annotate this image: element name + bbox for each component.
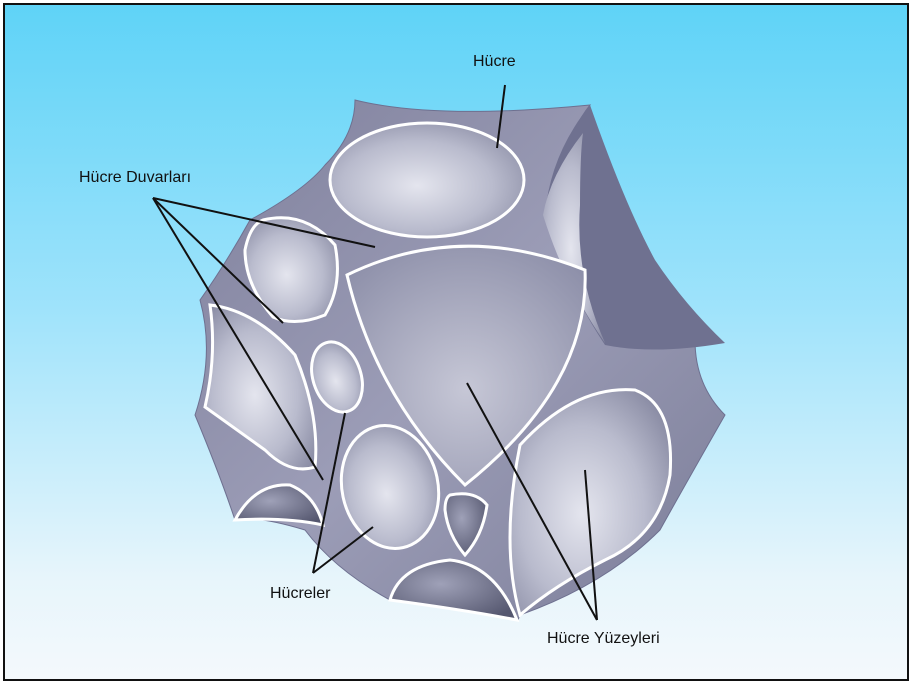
label-cell-walls: Hücre Duvarları bbox=[79, 169, 191, 187]
foam-diagram bbox=[5, 5, 909, 681]
diagram-frame: Hücre Hücre Duvarları Hücreler Hücre Yüz… bbox=[3, 3, 909, 681]
pore-top bbox=[330, 123, 524, 237]
label-cell-faces: Hücre Yüzeyleri bbox=[547, 630, 660, 648]
label-cell: Hücre bbox=[473, 53, 516, 71]
label-cells: Hücreler bbox=[270, 585, 330, 603]
